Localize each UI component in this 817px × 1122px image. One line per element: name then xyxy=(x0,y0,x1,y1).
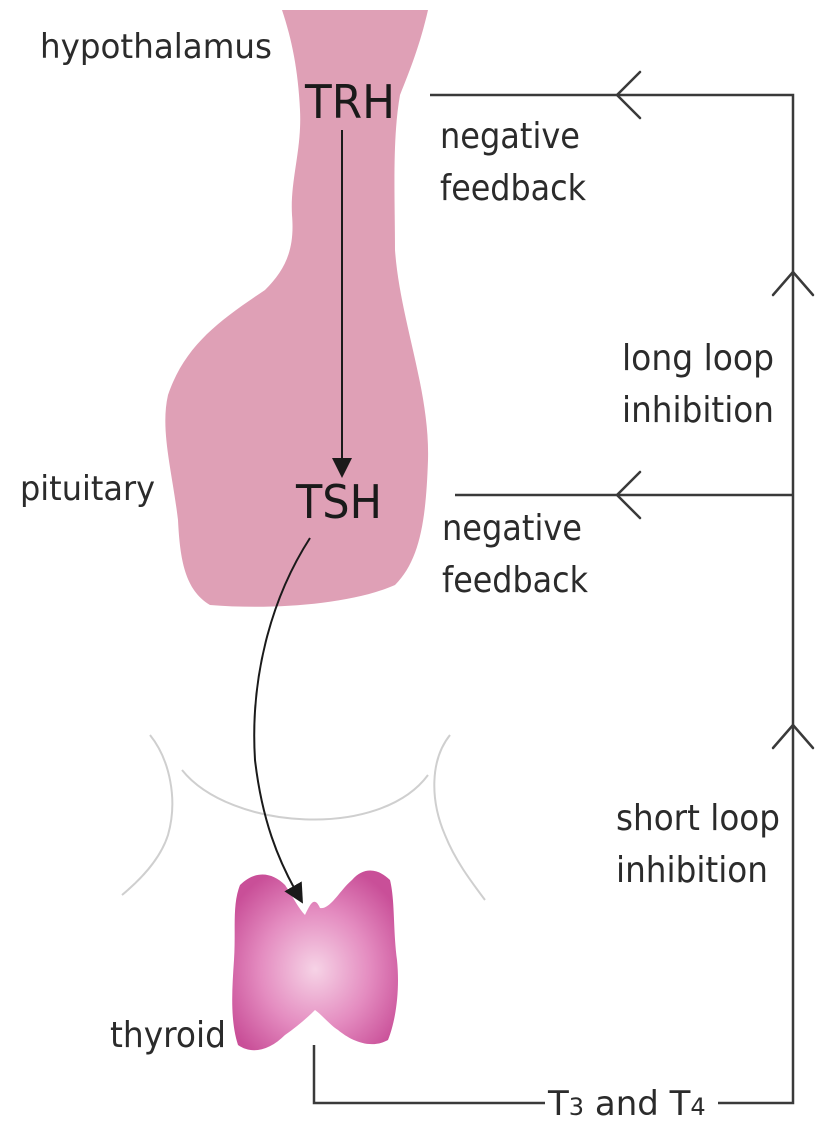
top-feedback-label-line2: feedback xyxy=(440,168,586,209)
top-feedback-label-line1: negative xyxy=(440,116,580,157)
t3-prefix: T xyxy=(547,1084,569,1122)
thyroid-label: thyroid xyxy=(110,1015,226,1056)
neck-outline xyxy=(122,735,485,900)
t3-subscript: 3 xyxy=(569,1093,584,1121)
long-loop-label-line2: inhibition xyxy=(622,390,774,431)
t3-middle: and T xyxy=(584,1084,691,1122)
thyroid-gland xyxy=(232,871,398,1051)
long-loop-label-line1: long loop xyxy=(622,338,774,379)
short-loop-label-line2: inhibition xyxy=(616,850,768,891)
tsh-label: TSH xyxy=(295,475,382,529)
t3-and-t4-label: T3 and T4 xyxy=(547,1084,706,1122)
mid-feedback-label-line1: negative xyxy=(442,508,582,549)
trh-label: TRH xyxy=(304,75,395,129)
pituitary-label: pituitary xyxy=(20,469,155,509)
t4-subscript: 4 xyxy=(690,1093,705,1121)
short-loop-label-line1: short loop xyxy=(616,798,780,839)
mid-feedback-label-line2: feedback xyxy=(442,560,588,601)
hypothalamus-label: hypothalamus xyxy=(40,27,272,67)
